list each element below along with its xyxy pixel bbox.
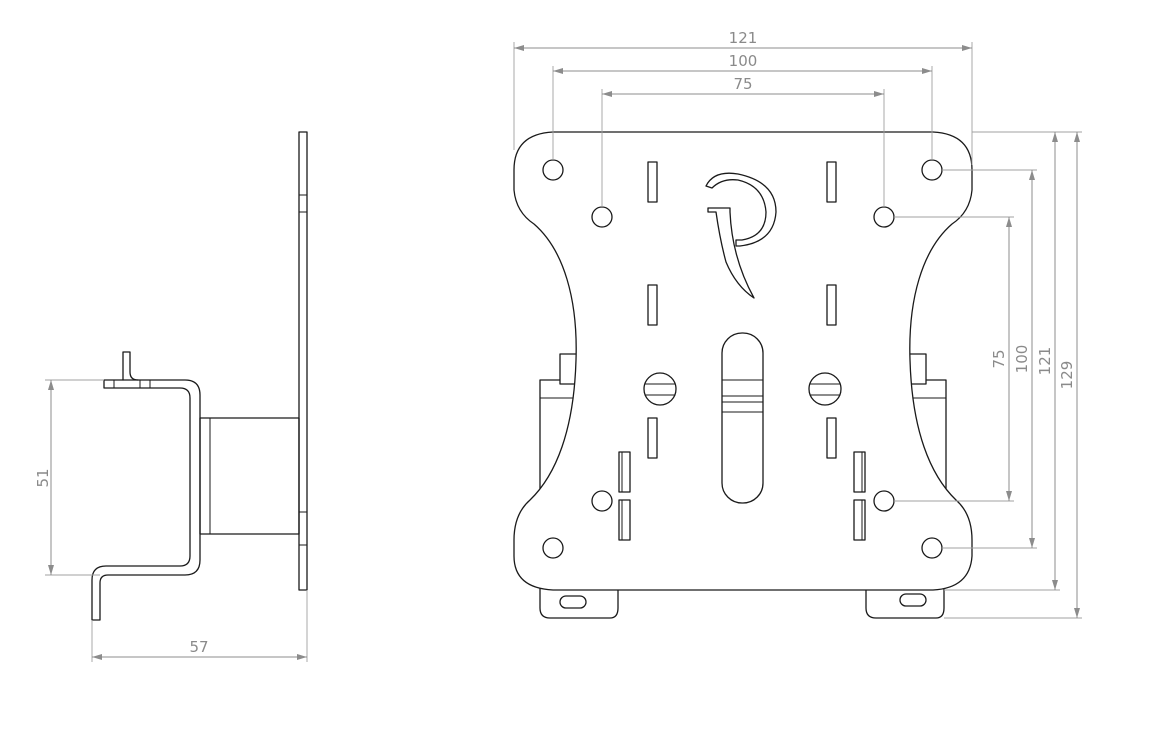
dim-label-front-height-100: 100 (1013, 345, 1031, 374)
dim-label-front-height-121: 121 (1036, 347, 1054, 376)
front-view (513, 131, 973, 619)
dim-label-side-height: 51 (34, 468, 52, 487)
dim-label-front-height-75: 75 (990, 349, 1008, 368)
dim-front-width-75: 75 (601, 75, 885, 207)
dim-front-height-100: 100 (942, 169, 1037, 549)
dim-label-front-width-outer: 121 (729, 29, 758, 47)
vesa-plate (513, 131, 973, 591)
dim-label-front-width-100: 100 (729, 52, 758, 70)
dim-front-width-100: 100 (552, 52, 933, 160)
dim-front-height-129: 129 (944, 131, 1082, 619)
p-script-logo-icon (705, 172, 777, 299)
dim-front-height-121: 121 (944, 131, 1060, 591)
dim-label-front-height-129: 129 (1058, 361, 1076, 390)
side-view (91, 131, 308, 621)
dim-front-height-75: 75 (894, 216, 1014, 502)
dim-label-front-width-75: 75 (733, 75, 752, 93)
dim-label-side-depth: 57 (189, 638, 208, 656)
dim-front-width-outer: 121 (513, 29, 973, 165)
dim-side-height: 51 (34, 379, 104, 576)
dim-side-depth: 57 (91, 590, 308, 662)
